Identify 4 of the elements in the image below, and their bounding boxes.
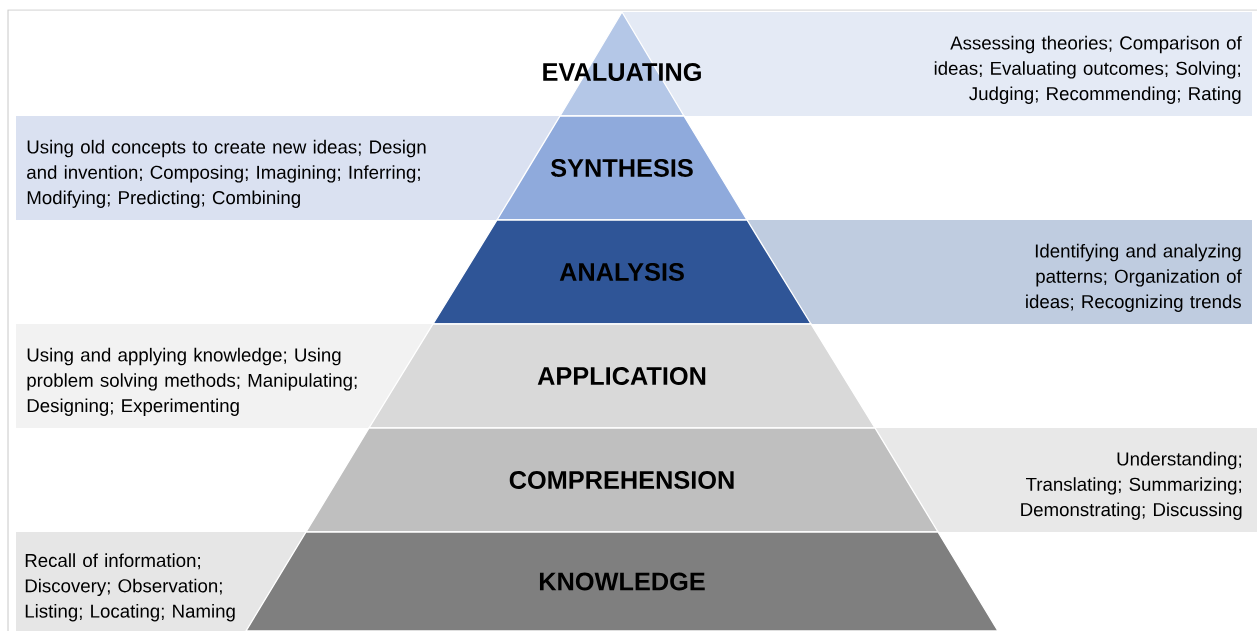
description-band: Using and applying knowledge; Using problem solving methods; Manipulating; Designing; Experimenting: [16, 324, 433, 428]
description-band: Understanding; Translating; Summarizing; Demonstrating; Discussing: [875, 428, 1257, 532]
description-band: Identifying and analyzing patterns; Organization of ideas; Recognizing trends: [747, 220, 1252, 324]
description-band: Recall of information; Discovery; Observation; Listing; Locating; Naming: [16, 532, 306, 631]
